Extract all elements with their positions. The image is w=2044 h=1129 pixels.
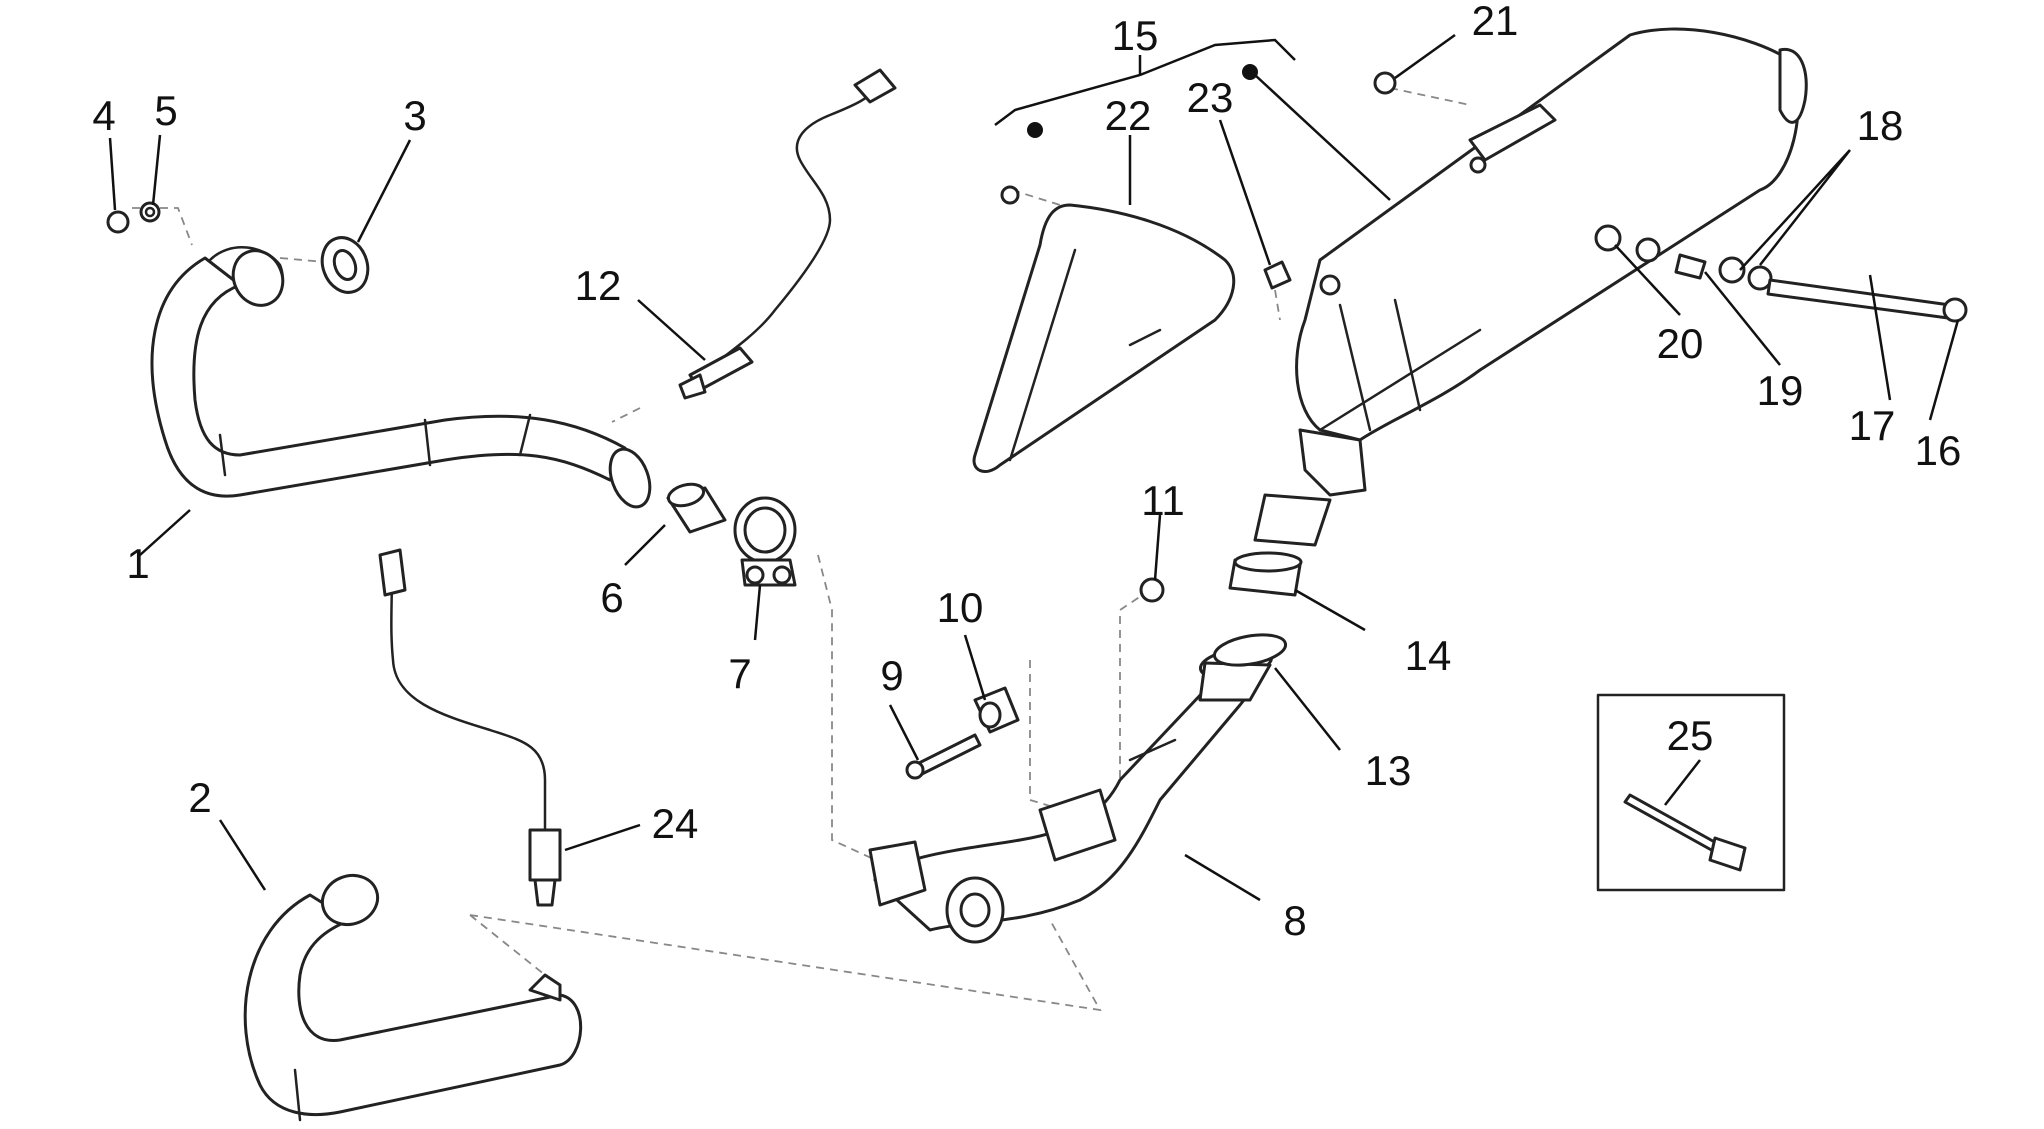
bolt-9 [905,733,982,780]
label-12: 12 [575,262,622,309]
lambda-sensor-front [678,68,897,400]
header-pipe-rear [243,873,583,1122]
group-15-bracket [994,38,1296,138]
label-6: 6 [600,574,623,621]
collector-pipe [868,646,1274,944]
label-17: 17 [1849,402,1896,449]
label-13: 13 [1365,747,1412,794]
muffler [1253,27,1808,547]
label-21: 21 [1472,0,1519,44]
label-24: 24 [652,800,699,847]
screw-23 [1263,260,1292,290]
label-15: 15 [1112,12,1159,59]
label-11: 11 [1141,477,1185,524]
label-22: 22 [1105,92,1152,139]
lambda-sensor-rear [378,548,562,907]
muffler-mount-hardware [1594,224,1968,323]
label-19: 19 [1757,367,1804,414]
leader-lines [108,33,1960,902]
rubber-mount [973,686,1020,734]
label-25: 25 [1667,712,1714,759]
label-23: 23 [1187,74,1234,121]
label-10: 10 [937,584,984,631]
gasket-sleeve-14 [1228,551,1303,597]
label-7: 7 [728,650,751,697]
sleeve-13 [1212,633,1288,667]
sleeve [666,482,727,534]
label-9: 9 [880,652,903,699]
nut-21 [1373,71,1397,95]
label-3: 3 [403,92,426,139]
heat-shield [972,185,1236,473]
label-1: 1 [126,540,149,587]
label-14: 14 [1405,632,1452,679]
label-18: 18 [1857,102,1904,149]
assembly-dash-lines [132,87,1741,1012]
label-4: 4 [92,92,115,139]
nut-11 [1139,577,1165,603]
header-pipe-front [150,246,652,509]
label-8: 8 [1283,897,1306,944]
gasket-ring [320,236,370,294]
label-16: 16 [1915,427,1962,474]
part-labels: 1 2 3 4 5 6 7 8 9 10 11 12 13 14 15 16 1… [92,0,1961,944]
nut-and-washer [106,201,161,234]
label-20: 20 [1657,320,1704,367]
label-2: 2 [188,774,211,821]
clamp [733,496,797,587]
label-5: 5 [154,87,177,134]
part-25-box [1596,693,1786,892]
